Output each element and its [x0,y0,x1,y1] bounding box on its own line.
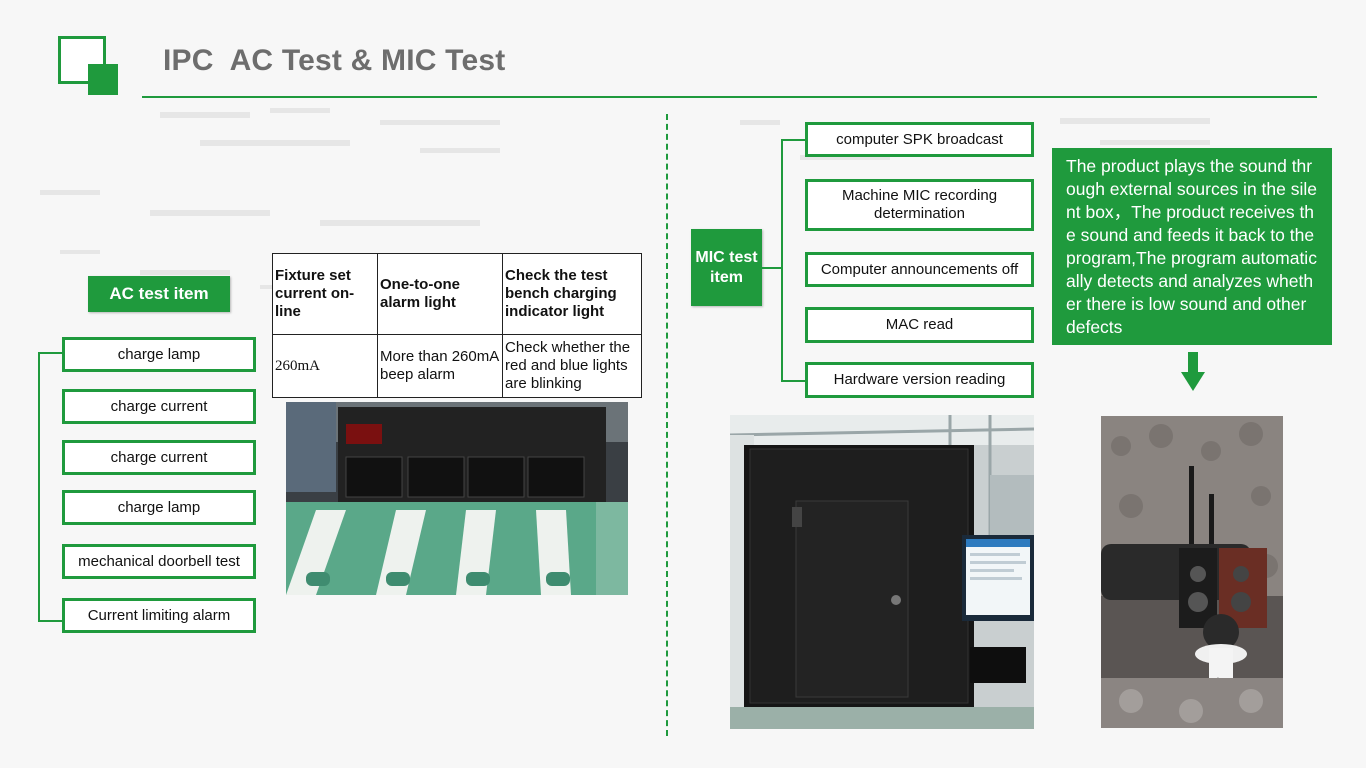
section-divider [666,114,668,736]
mic-item-spk-broadcast: computer SPK broadcast [805,122,1034,157]
mic-item-mac-read: MAC read [805,307,1034,343]
ac-spec-table: Fixture set current on-line One-to-one a… [272,253,642,398]
charging-fixture-photo [286,402,628,595]
ac-item-charge-lamp-2: charge lamp [62,490,256,525]
table-cell: 260mA [272,334,378,398]
mic-item-announcements-off: Computer announcements off [805,252,1034,287]
mic-item-hardware-version: Hardware version reading [805,362,1034,398]
ac-item-charge-current-2: charge current [62,440,256,475]
logo-inner-square-icon [88,64,118,95]
arrow-down-icon [1181,352,1205,391]
mic-bracket-tick [781,380,806,382]
mic-test-header: MIC test item [691,229,762,306]
mic-bracket-line [781,139,783,382]
table-cell: More than 260mA beep alarm [377,334,503,398]
silent-box-photo [730,415,1034,729]
mic-bracket-connector [762,267,782,269]
table-header-cell: Check the test bench charging indicator … [502,253,642,335]
table-header-row: Fixture set current on-line One-to-one a… [272,253,642,335]
table-header-cell: Fixture set current on-line [272,253,378,335]
mic-bracket-tick [781,139,806,141]
ac-bracket-line [38,352,40,622]
ac-bracket-tick [38,352,62,354]
ac-test-header: AC test item [88,276,230,312]
page-title: IPC AC Test & MIC Test [163,44,506,77]
table-header-cell: One-to-one alarm light [377,253,503,335]
table-cell: Check whether the red and blue lights ar… [502,334,642,398]
ac-item-charge-lamp: charge lamp [62,337,256,372]
title-underline [142,96,1317,98]
ac-item-doorbell-test: mechanical doorbell test [62,544,256,579]
ac-item-current-limiting-alarm: Current limiting alarm [62,598,256,633]
ac-item-charge-current: charge current [62,389,256,424]
ac-bracket-tick [38,620,62,622]
mic-description-box: The product plays the sound through exte… [1052,148,1332,345]
mic-item-mic-recording: Machine MIC recording determination [805,179,1034,231]
speaker-test-photo [1101,416,1283,728]
table-row: 260mA More than 260mA beep alarm Check w… [272,334,642,398]
